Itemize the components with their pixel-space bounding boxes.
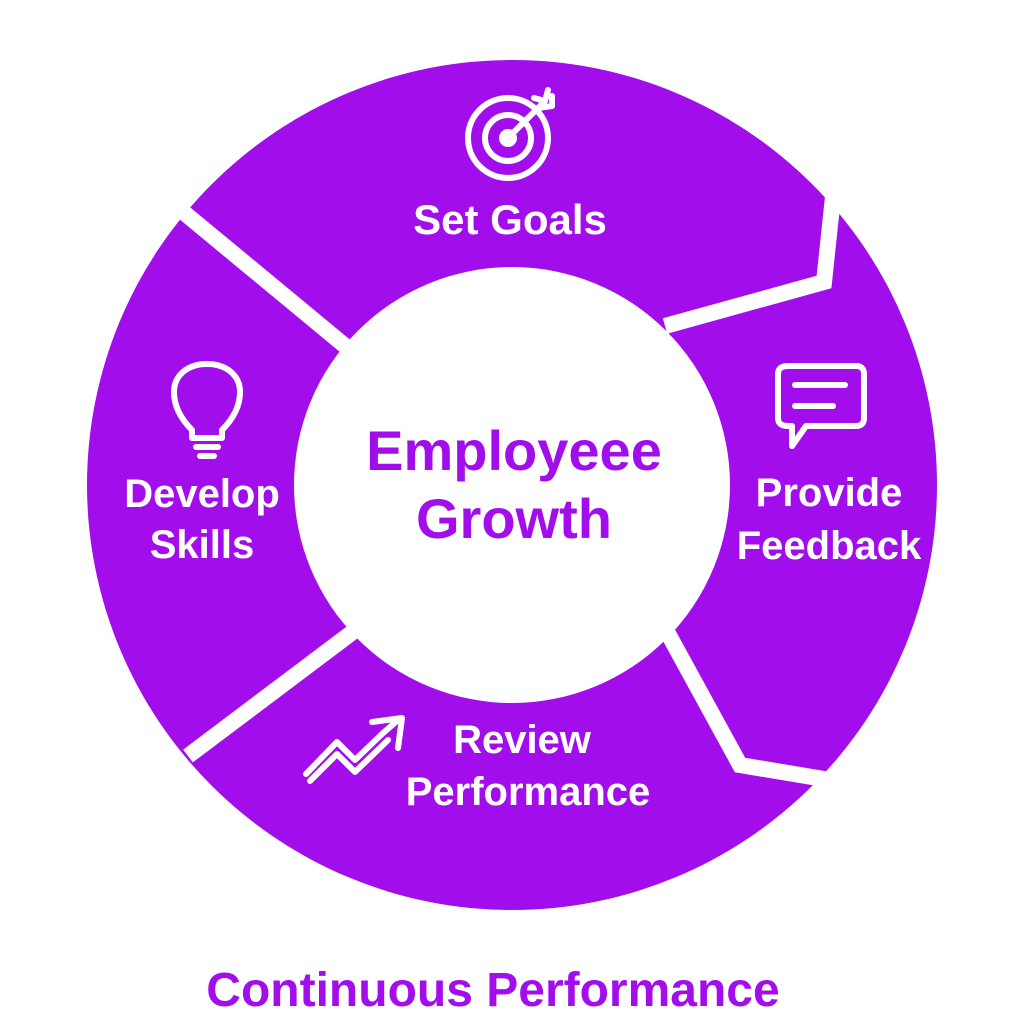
separator-setgoals-feedback	[662, 177, 843, 334]
segment-label-skills: Skills	[150, 523, 255, 567]
diagram-caption: Continuous Performance	[206, 964, 779, 1017]
segment-label-provide: Provide	[756, 471, 903, 515]
segment-label-set-goals: Set Goals	[413, 196, 607, 243]
target-icon	[465, 87, 555, 181]
center-title-line1: Employeee	[366, 419, 662, 482]
center-title-line2: Growth	[416, 487, 612, 550]
segment-label-performance: Performance	[406, 770, 651, 814]
separator-develop-review	[183, 615, 371, 763]
segment-label-feedback: Feedback	[737, 524, 922, 568]
lightbulb-icon	[171, 361, 243, 459]
separator-develop-setgoals	[170, 199, 356, 357]
chat-bubble-icon	[775, 363, 867, 449]
center-hub	[294, 267, 730, 703]
segment-label-develop: Develop	[124, 472, 280, 516]
segment-label-review: Review	[453, 718, 592, 762]
separator-feedback-review	[657, 624, 832, 788]
trending-up-icon	[303, 715, 405, 784]
segment-separators	[170, 177, 843, 788]
